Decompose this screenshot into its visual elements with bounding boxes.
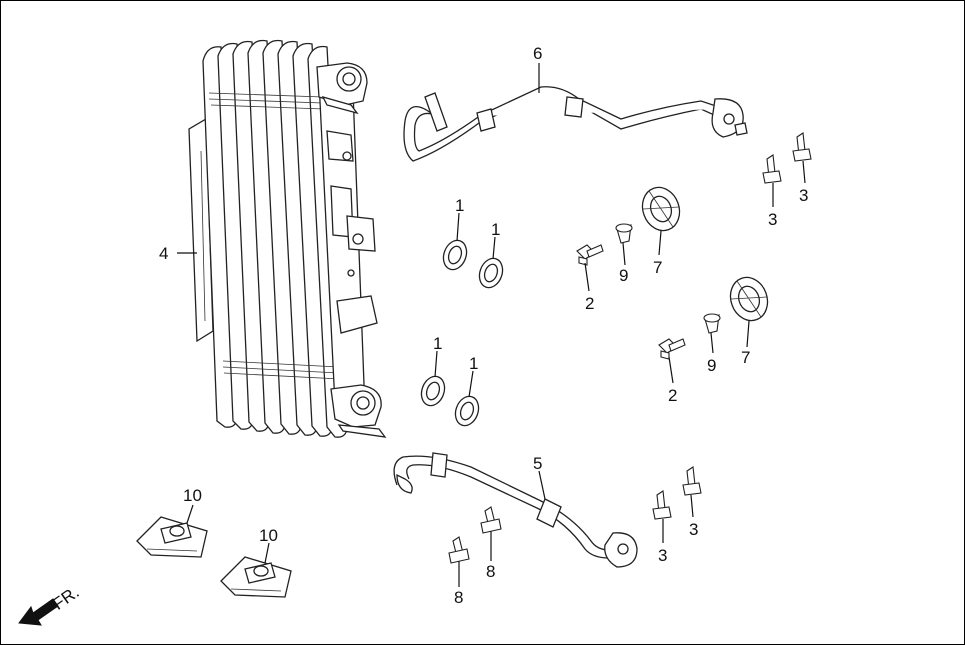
- callout-10: 10: [183, 486, 202, 505]
- callout-1: 1: [469, 354, 478, 373]
- callout-3: 3: [799, 186, 808, 205]
- callout-4: 4: [159, 244, 168, 263]
- lower-oil-hose: [393, 452, 638, 568]
- callout-7: 7: [653, 258, 662, 277]
- oil-cooler: [188, 39, 387, 438]
- callout-3: 3: [768, 210, 777, 229]
- callout-1: 1: [455, 196, 464, 215]
- washers: [420, 239, 504, 427]
- callout-9: 9: [707, 356, 716, 375]
- callout-8: 8: [486, 562, 495, 581]
- clip-nuts: [136, 516, 292, 598]
- callout-6: 6: [533, 44, 542, 63]
- callout-5: 5: [533, 454, 542, 473]
- grommets: [641, 186, 769, 322]
- callout-9: 9: [619, 266, 628, 285]
- callout-3: 3: [689, 520, 698, 539]
- callout-10: 10: [259, 526, 278, 545]
- leader-lines: [177, 63, 806, 587]
- callout-2: 2: [668, 386, 677, 405]
- callout-3: 3: [658, 546, 667, 565]
- callout-labels: 6 4 1 1 1 1 2 9 7 3 3 2 9 7 5 3 3 8 8 10…: [159, 44, 808, 607]
- callout-2: 2: [585, 294, 594, 313]
- front-arrow-icon: [18, 598, 59, 626]
- upper-oil-hose: [403, 86, 748, 162]
- callout-7: 7: [741, 348, 750, 367]
- callout-1: 1: [433, 334, 442, 353]
- collars: [615, 223, 721, 334]
- callout-1: 1: [491, 220, 500, 239]
- callout-8: 8: [454, 588, 463, 607]
